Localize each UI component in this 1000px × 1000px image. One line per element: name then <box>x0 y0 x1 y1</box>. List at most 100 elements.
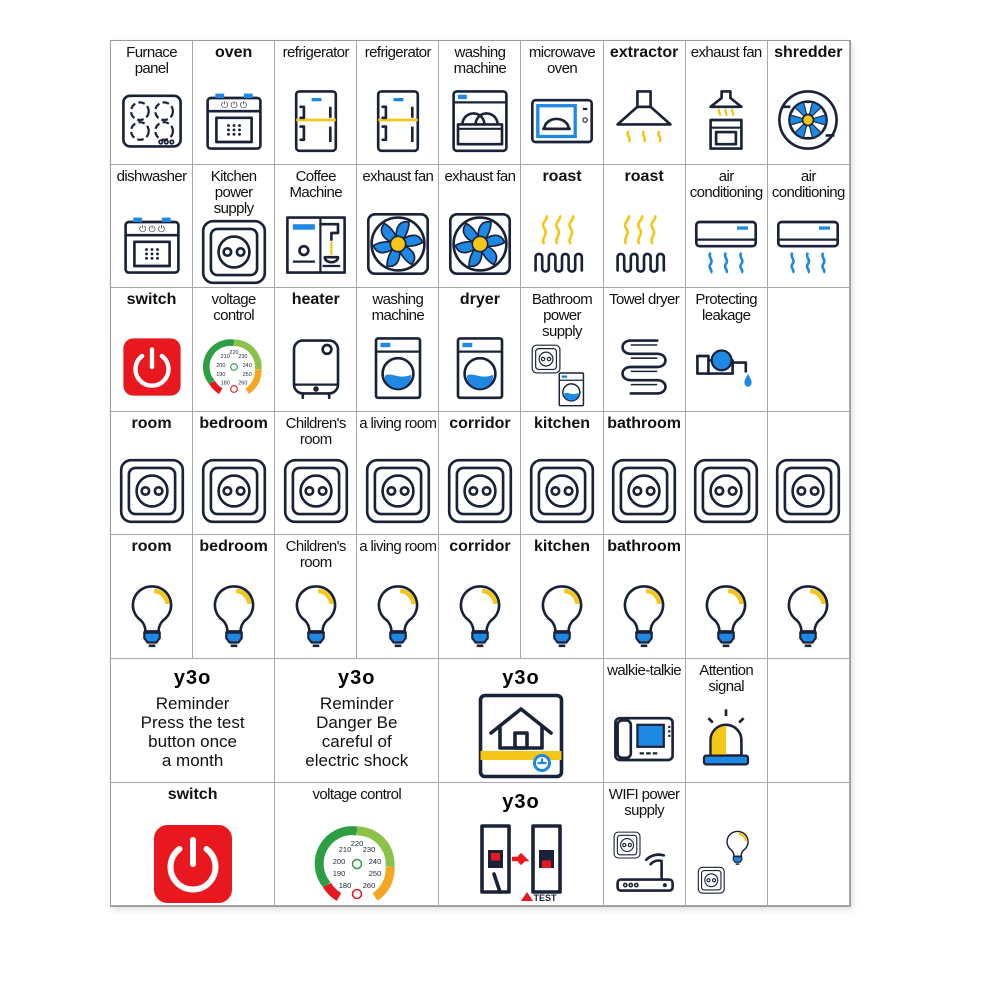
cooktop-icon <box>111 77 192 164</box>
sticker-label: washing machine <box>453 44 507 77</box>
bulb-socket-icon <box>686 819 767 906</box>
sticker-air-conditioning: air conditioning <box>685 164 768 289</box>
sticker-towel-dryer: Towel dryer <box>603 288 686 412</box>
sticker-label: shredder <box>774 44 843 61</box>
socket-icon <box>275 448 356 535</box>
intercom-icon <box>604 695 685 782</box>
svg-text:240: 240 <box>369 857 382 866</box>
air-conditioner-icon <box>686 201 767 288</box>
sticker-blank <box>685 411 768 536</box>
sticker-label: a living room <box>359 414 437 432</box>
svg-text:230: 230 <box>238 355 247 361</box>
hood-oven-icon <box>686 77 767 164</box>
fan-icon <box>439 201 520 288</box>
svg-text:200: 200 <box>333 857 346 866</box>
sticker-label: corridor <box>449 538 511 556</box>
sticker-furnace-panel: Furnace panel <box>111 41 194 165</box>
sticker-label: Children's room <box>285 414 347 448</box>
house-ground-icon <box>439 690 602 782</box>
svg-text:190: 190 <box>333 869 346 878</box>
sticker-label: voltage control <box>211 291 257 325</box>
socket-icon <box>357 448 438 535</box>
svg-text:220: 220 <box>351 839 364 848</box>
sticker-children-s-room: Children's room <box>275 411 358 536</box>
sticker-label: air conditioning <box>771 167 845 201</box>
socket-icon <box>604 448 685 535</box>
sticker-label: kitchen <box>534 414 591 432</box>
svg-text:⏻ ⏻ ⏻: ⏻ ⏻ ⏻ <box>139 224 165 234</box>
sticker-label: extractor <box>609 44 679 61</box>
sticker-label: roast <box>624 167 664 185</box>
wifi-socket-icon <box>604 819 685 906</box>
svg-text:260: 260 <box>363 881 376 890</box>
sticker-roast: roast <box>521 164 604 289</box>
dish-rack-icon <box>439 77 520 164</box>
oven-icon: ⏻ ⏻ ⏻ <box>193 77 274 164</box>
sticker-protecting-leakage: Protecting leakage <box>685 288 768 412</box>
socket-icon <box>193 448 274 535</box>
sticker-roast: roast <box>603 164 686 289</box>
svg-text:260: 260 <box>238 381 247 387</box>
bulb-icon <box>111 571 192 658</box>
oven-icon: ⏻ ⏻ ⏻ <box>111 201 192 288</box>
brand-logo: y3o <box>502 790 540 813</box>
sticker-label: refrigerator <box>364 44 432 61</box>
sticker-wifi-power-supply: WIFI power supply <box>603 782 686 907</box>
sticker-blank <box>767 535 850 659</box>
sticker-refrigerator: refrigerator <box>357 41 440 165</box>
socket-icon <box>439 448 520 535</box>
sticker-a-living-room: a living room <box>357 411 440 536</box>
svg-text:200: 200 <box>216 363 225 369</box>
breaker-test-icon: TEST <box>439 814 602 906</box>
sticker-walkie-talkie: walkie-talkie <box>603 658 686 783</box>
microwave-icon <box>521 77 602 164</box>
sticker-label: Protecting leakage <box>695 291 757 325</box>
bulb-icon <box>768 571 849 658</box>
svg-text:210: 210 <box>339 845 352 854</box>
fridge-icon <box>275 77 356 164</box>
sticker-label: walkie-talkie <box>607 661 682 679</box>
sticker-label: dishwasher <box>116 167 187 185</box>
sticker-blank <box>767 288 850 412</box>
sticker-label: Bathroom power supply <box>531 291 593 341</box>
sticker-label: room <box>131 538 172 556</box>
sticker-exhaust-fan: exhaust fan <box>357 164 440 289</box>
sticker-label: washing machine <box>371 291 425 325</box>
socket-icon <box>111 448 192 535</box>
faucet-icon <box>686 324 767 411</box>
sticker-air-conditioning: air conditioning <box>767 164 850 289</box>
svg-text:250: 250 <box>369 869 382 878</box>
sticker-label: bathroom <box>607 538 681 556</box>
svg-text:230: 230 <box>363 845 376 854</box>
sticker-label: Kitchen power supply <box>210 167 257 217</box>
air-conditioner-icon <box>768 201 849 288</box>
sticker-blank <box>767 658 850 783</box>
sticker-bathroom: bathroom <box>603 535 686 659</box>
sticker-coffee-machine: Coffee Machine <box>275 164 358 289</box>
sticker-shredder: shredder <box>767 41 850 165</box>
heater-coil-icon <box>521 201 602 288</box>
sticker-blank <box>685 782 768 907</box>
bath-socket-icon <box>521 340 602 411</box>
bulb-icon <box>357 571 438 658</box>
range-hood-icon <box>604 77 685 164</box>
sticker-label: heater <box>291 291 340 309</box>
sticker-children-s-room: Children's room <box>275 535 358 659</box>
sticker-label: refrigerator <box>282 44 350 61</box>
beacon-icon <box>686 695 767 782</box>
sticker-label: microwave oven <box>528 44 596 77</box>
sticker-label: switch <box>126 291 177 309</box>
fridge-icon <box>357 77 438 164</box>
socket-icon <box>521 448 602 535</box>
sticker-label: exhaust fan <box>690 44 763 61</box>
brand-logo: y3o <box>338 666 376 689</box>
sticker-dishwasher: dishwasher ⏻ ⏻ ⏻ <box>111 164 194 289</box>
sticker-label: bedroom <box>199 414 268 432</box>
sticker-microwave-oven: microwave oven <box>521 41 604 165</box>
coffee-machine-icon <box>275 201 356 288</box>
shredder-icon <box>768 77 849 164</box>
